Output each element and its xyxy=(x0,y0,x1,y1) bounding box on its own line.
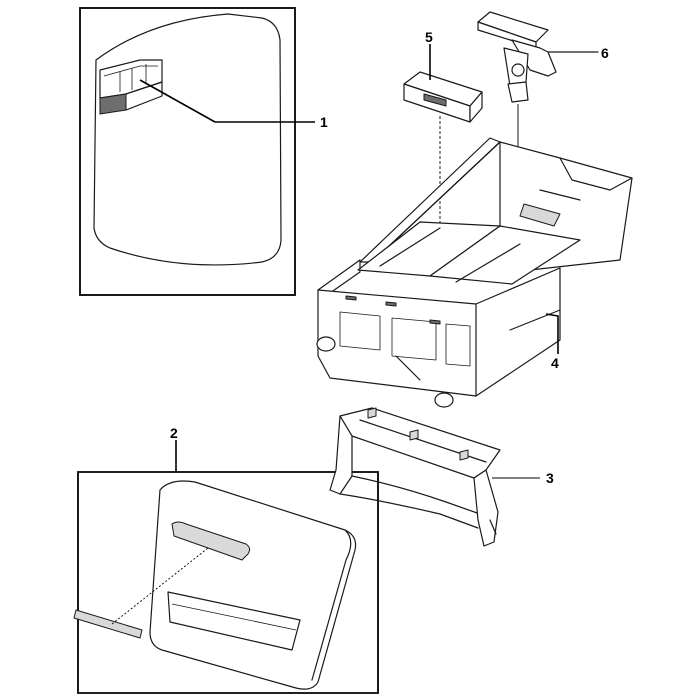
callout-4: 4 xyxy=(551,355,559,371)
leader-line-4 xyxy=(545,313,559,354)
part-5-softener-cap xyxy=(403,44,483,236)
inset-frame-1 xyxy=(79,7,296,296)
inset-box-part-2 xyxy=(73,440,379,694)
washer-front-panel xyxy=(93,13,282,266)
part-3-handle-frame xyxy=(329,407,540,547)
leader-line-1 xyxy=(139,79,216,123)
part-4-dispenser-drawer xyxy=(316,137,633,408)
callout-5: 5 xyxy=(425,29,433,45)
inset-box-part-1 xyxy=(79,7,296,296)
logo-strip xyxy=(73,609,143,639)
drawer-handle xyxy=(149,480,357,690)
callout-3: 3 xyxy=(546,470,554,486)
callout-1: 1 xyxy=(320,114,328,130)
handle-logo-plate xyxy=(171,521,251,561)
panel-drawer xyxy=(99,59,163,115)
part-6-guide xyxy=(477,11,599,246)
logo-leader xyxy=(111,547,209,625)
callout-2: 2 xyxy=(170,425,178,441)
handle-grip-opening xyxy=(167,591,301,651)
callout-6: 6 xyxy=(601,45,609,61)
